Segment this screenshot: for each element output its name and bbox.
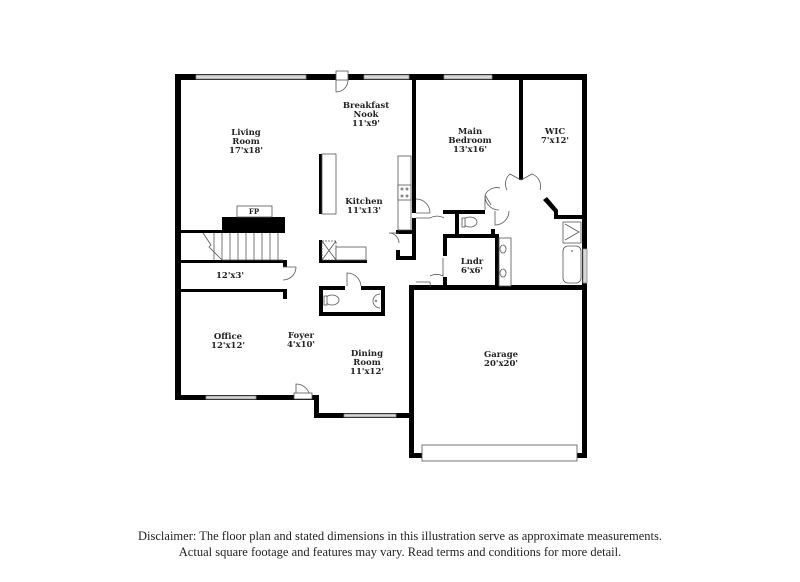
garage-door: [421, 444, 578, 462]
bath-fixtures: [461, 216, 582, 287]
doors: [282, 70, 541, 400]
powder-room-fixtures: [323, 293, 381, 309]
disclaimer-line-1: Disclaimer: The floor plan and stated di…: [138, 529, 662, 543]
staircase: [202, 232, 283, 261]
disclaimer: Disclaimer: The floor plan and stated di…: [0, 528, 800, 560]
interior-walls: [175, 80, 584, 316]
kitchen-counter: [397, 155, 412, 231]
closet-label: 12'x3': [216, 271, 244, 281]
fireplace-label: FP: [249, 207, 260, 216]
disclaimer-line-2: Actual square footage and features may v…: [178, 545, 622, 559]
windows: [195, 74, 588, 418]
pantry: [321, 240, 367, 261]
